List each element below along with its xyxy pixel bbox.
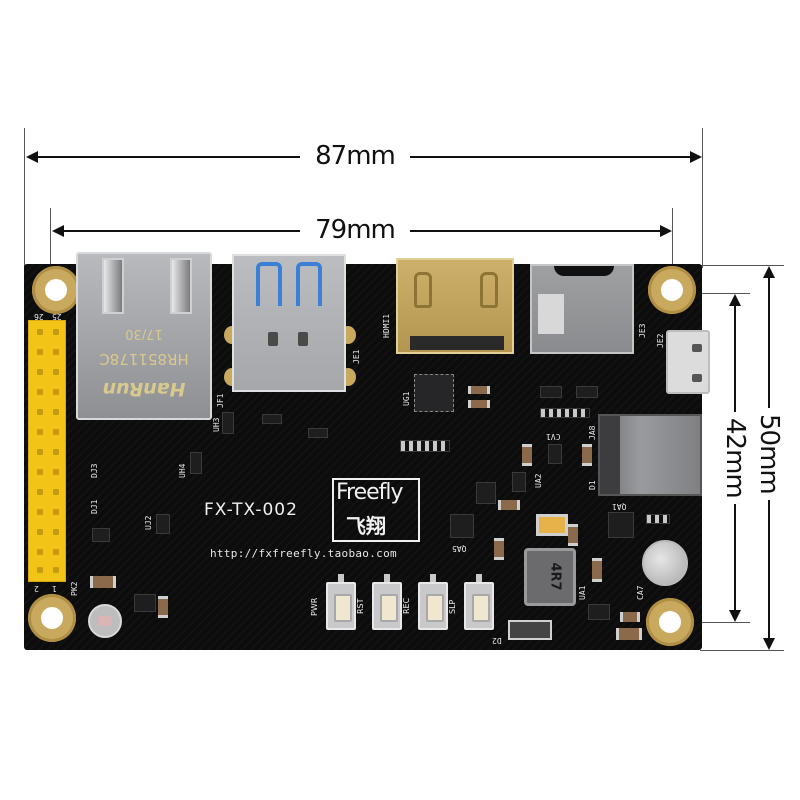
mount-hole-bottom-left	[28, 594, 76, 642]
silk-hdmi1: HDMI1	[382, 313, 391, 338]
chip-ua2	[512, 472, 526, 492]
mount-hole-top-right	[648, 266, 696, 314]
header-pin-label-26: 26	[34, 312, 44, 321]
dim-extension-left-79	[50, 208, 51, 288]
arrow-left-icon	[26, 151, 38, 163]
button-slp-label: SLP	[448, 599, 457, 614]
arrow-down-icon	[729, 610, 741, 622]
board-model-number: FX-TX-002	[204, 500, 298, 520]
dim-extension-bottom-42	[680, 622, 750, 623]
rj45-part-number: HR851178C	[99, 350, 189, 368]
silk-je3: JE3	[638, 323, 647, 338]
chip-ug1	[414, 374, 454, 412]
chip-cv1	[548, 444, 562, 464]
silk-dj3: DJ3	[90, 463, 99, 478]
brand-logo-chinese: 飞翔	[346, 514, 386, 538]
mount-hole-top-left	[32, 266, 80, 314]
silk-cv1: CV1	[546, 432, 561, 441]
electrolytic-capacitor-ca7	[642, 540, 688, 586]
chip-uh4	[190, 452, 202, 474]
silk-dj1: DJ1	[90, 499, 99, 514]
button-rec[interactable]	[418, 574, 448, 630]
silk-qa1: QA1	[612, 502, 627, 511]
chip-uh3	[222, 412, 234, 434]
silk-d2: D2	[492, 636, 502, 645]
arrow-up-icon	[763, 266, 775, 278]
button-rst[interactable]	[372, 574, 402, 630]
header-pin-label-1: 1	[52, 584, 57, 593]
inductor-4r7: 4R7	[524, 548, 576, 606]
arrow-left-icon	[52, 225, 64, 237]
dim-extension-top-50	[700, 265, 784, 266]
dim-label-overall-width: 87mm	[300, 141, 410, 171]
diode-d2	[508, 620, 552, 640]
silk-pk2: PK2	[70, 581, 79, 596]
arrow-right-icon	[690, 151, 702, 163]
header-pin-label-25: 25	[52, 312, 62, 321]
silk-uh4: UH4	[178, 463, 187, 478]
dc-power-jack[interactable]	[598, 414, 702, 496]
gpio-pin-header[interactable]	[28, 320, 66, 582]
chip-qa5	[450, 514, 474, 538]
small-electrolytic-capacitor	[88, 604, 122, 638]
silk-ug1: UG1	[402, 391, 411, 406]
silk-je1: JE1	[352, 349, 361, 364]
dim-label-hole-spacing-height: 42mm	[720, 412, 750, 504]
arrow-up-icon	[729, 294, 741, 306]
silk-uh3: UH3	[212, 417, 221, 432]
brand-logo: Freefly 飞翔	[332, 478, 420, 542]
silk-ua2: UA2	[534, 473, 543, 488]
silk-jf1: JF1	[216, 393, 225, 408]
dim-label-hole-spacing-width: 79mm	[300, 215, 410, 245]
usb3-port[interactable]	[232, 254, 346, 392]
button-slp[interactable]	[464, 574, 494, 630]
brand-logo-english: Freefly	[336, 480, 404, 505]
mount-hole-bottom-right	[646, 598, 694, 646]
rj45-date-code: 17/30	[125, 326, 163, 341]
dim-extension-left-87	[24, 128, 25, 268]
button-rec-label: REC	[402, 597, 411, 614]
arrow-right-icon	[660, 225, 672, 237]
button-pwr[interactable]	[326, 574, 356, 630]
silk-qa5: QA5	[452, 544, 467, 553]
board-url: http://fxfreefly.taobao.com	[210, 547, 397, 560]
micro-usb-port[interactable]	[666, 330, 710, 394]
rj45-ethernet-port[interactable]: 17/30 HR851178C HanRun	[76, 252, 212, 420]
dim-extension-right-79	[672, 208, 673, 288]
button-pwr-label: PWR	[310, 597, 319, 616]
silk-ca7: CA7	[636, 585, 645, 600]
chip-uj2	[156, 514, 170, 534]
silk-ja8: JA8	[588, 425, 597, 440]
dim-extension-top-42	[680, 293, 750, 294]
rj45-brand: HanRun	[102, 378, 186, 400]
dim-extension-right-87	[702, 128, 703, 268]
arrow-down-icon	[763, 638, 775, 650]
tantalum-capacitor	[536, 514, 568, 536]
button-rst-label: RST	[356, 598, 365, 614]
hdmi-port[interactable]	[396, 258, 514, 354]
chip-qa1	[608, 512, 634, 538]
silk-d1: D1	[588, 480, 597, 490]
silk-uj2: UJ2	[144, 515, 153, 530]
silk-je2: JE2	[656, 333, 665, 348]
dim-label-overall-height: 50mm	[754, 408, 784, 500]
silk-ua1: UA1	[578, 585, 587, 600]
chip-ua1	[588, 604, 610, 620]
dim-extension-bottom-50	[700, 650, 784, 651]
header-pin-label-2: 2	[34, 584, 39, 593]
sd-card-slot[interactable]	[530, 264, 634, 354]
